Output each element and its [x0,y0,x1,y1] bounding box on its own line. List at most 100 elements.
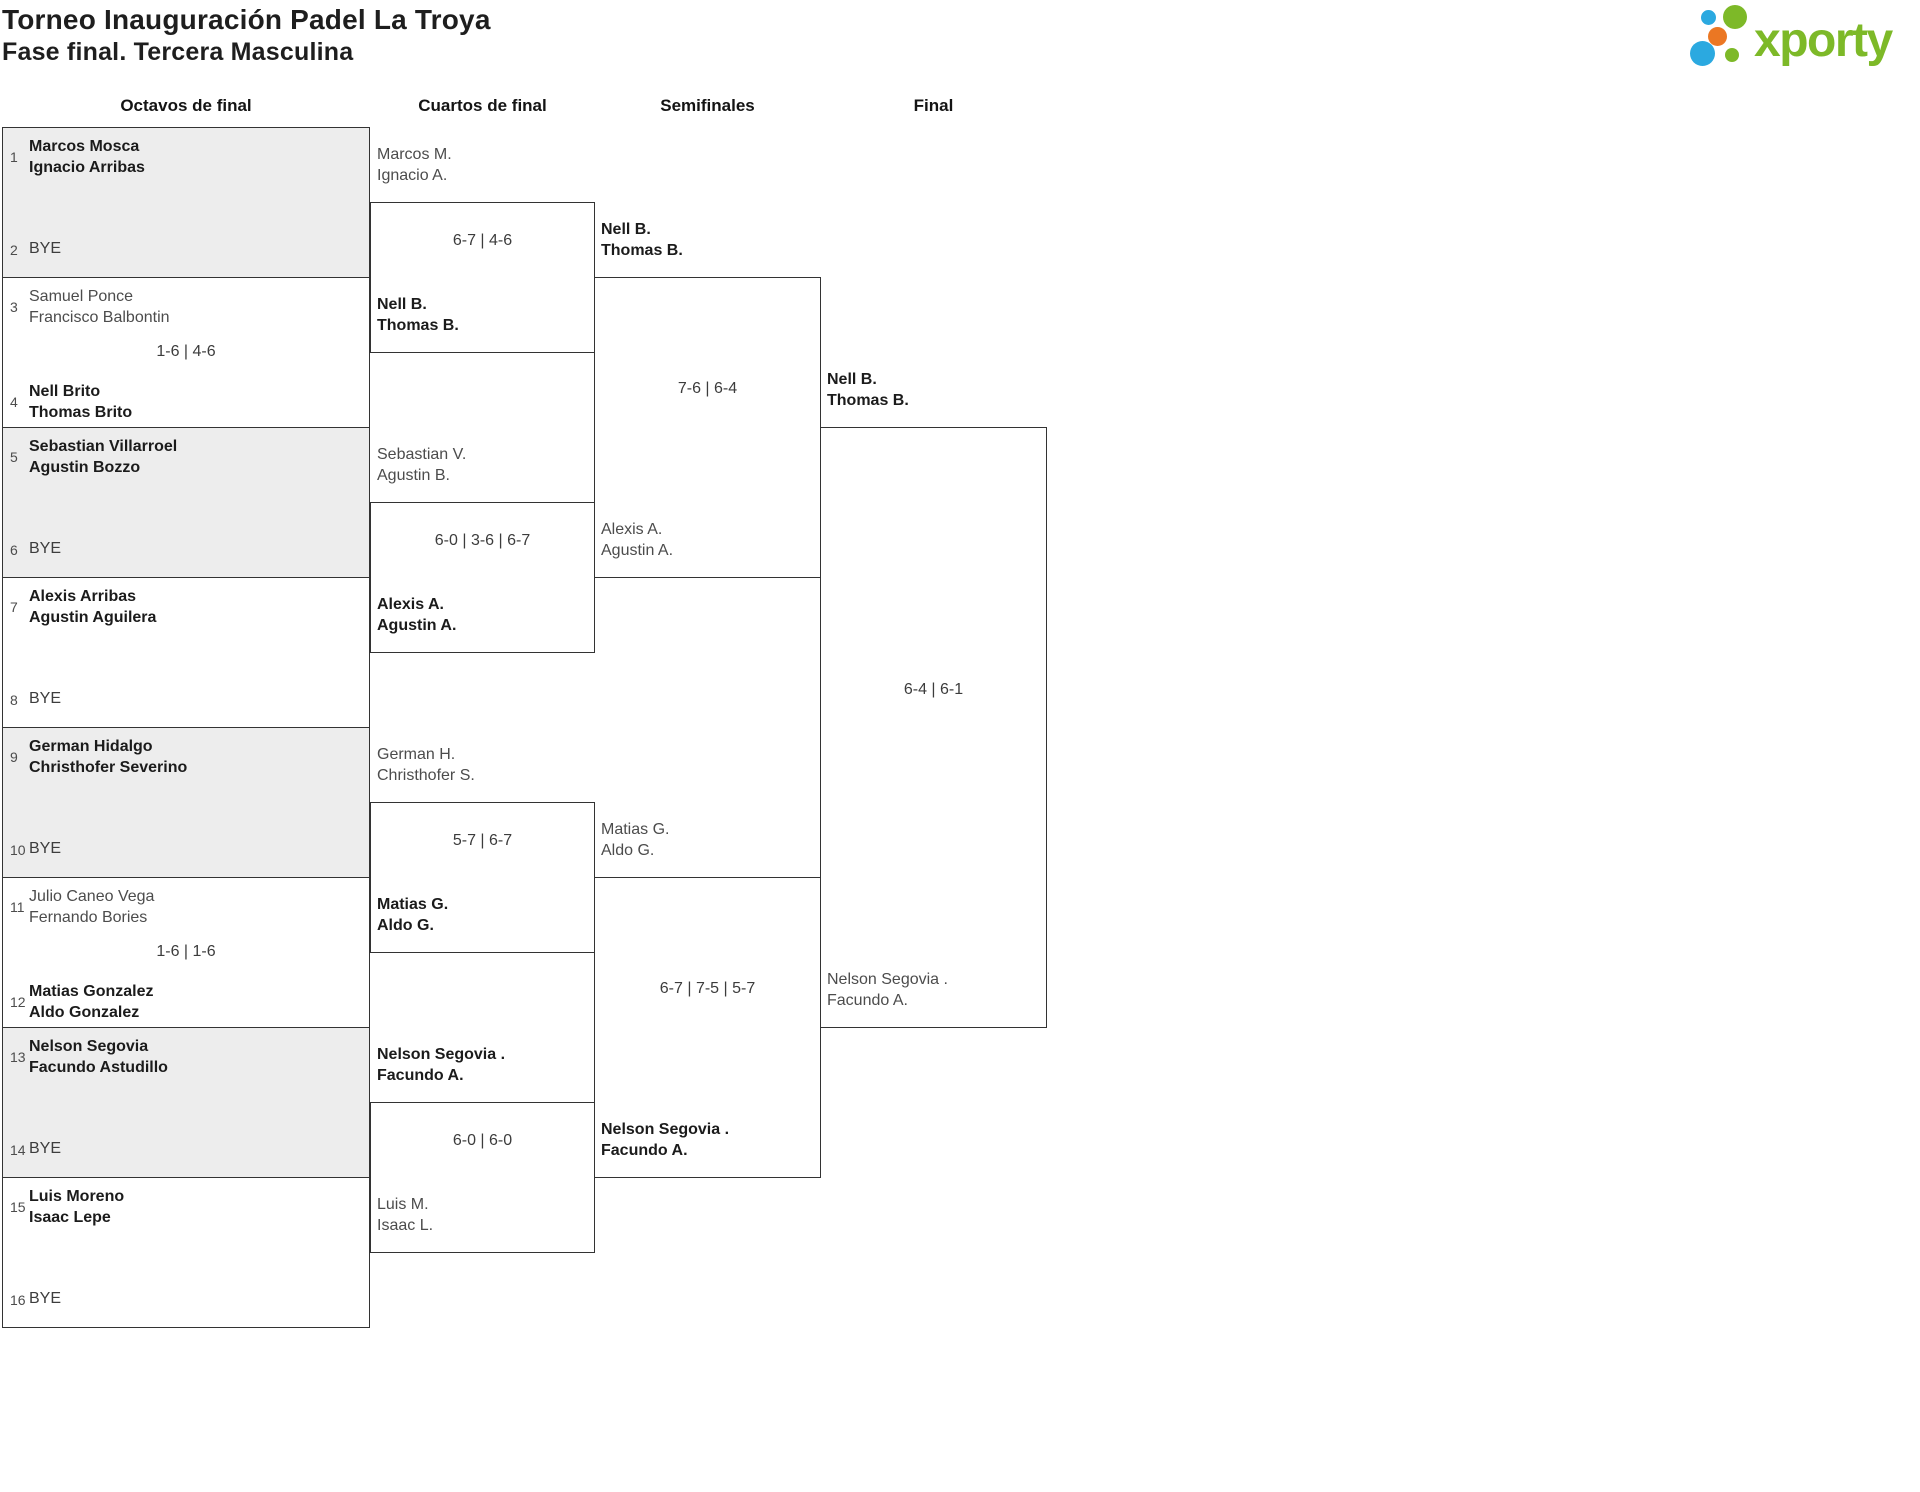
octavos-match-8: 15 Luis Moreno Isaac Lepe 16 BYE [2,1177,370,1328]
player-name: Agustin B. [377,467,450,484]
logo-wordmark: xporty [1754,14,1893,67]
match-score: 1-6 | 1-6 [156,943,216,960]
tournament-name: Torneo Inauguración Padel La Troya [2,4,491,35]
logo-dot-blue-large [1690,41,1715,66]
advancing-team-label: Nelson Segovia . Facundo A. [827,969,948,1011]
player-name: Thomas Brito [29,404,133,421]
player-name: Aldo G. [601,842,655,859]
player-name: Nelson Segovia . [827,971,948,988]
player-name: Matias G. [601,821,670,838]
advancing-team-label: German H. Christhofer S. [377,744,475,786]
team-names: Samuel Ponce Francisco Balbontin [29,286,170,328]
player-name: Christhofer S. [377,767,475,784]
logo-dot-blue-small [1701,10,1716,25]
player-name: Matias Gonzalez [29,983,154,1000]
player-name: Marcos Mosca [29,138,140,155]
final-match-box [820,427,1047,1028]
column-header-cuartos: Cuartos de final [418,96,547,115]
octavos-match-4: 7 Alexis Arribas Agustin Aguilera 8 BYE [2,577,370,728]
player-name: Aldo G. [377,917,434,934]
player-name: Agustin Bozzo [29,459,141,476]
player-name: Nell B. [601,221,651,238]
player-name: Marcos M. [377,146,452,163]
octavos-match-6: 11 Julio Caneo Vega Fernando Bories 1-6 … [2,877,370,1028]
bye-label: BYE [29,1140,62,1157]
logo-dot-green-large [1723,5,1747,29]
player-name: Agustin Aguilera [29,609,157,626]
seed-number: 1 [10,149,18,165]
player-name: Alexis A. [601,521,663,538]
player-name: Nelson Segovia [29,1038,149,1055]
column-header-octavos: Octavos de final [120,96,252,115]
seed-number: 10 [10,842,26,858]
column-header-semifinales: Semifinales [660,96,755,115]
player-name: Facundo A. [827,992,908,1009]
player-name: Facundo A. [601,1142,688,1159]
player-name: Thomas B. [827,392,909,409]
advancing-team-label: Matias G. Aldo G. [601,819,669,861]
bye-label: BYE [29,240,62,257]
octavos-match-2: 3 Samuel Ponce Francisco Balbontin 1-6 |… [2,277,370,428]
seed-number: 9 [10,749,18,765]
seed-number: 2 [10,242,18,258]
player-name: Luis Moreno [29,1188,125,1205]
bye-label: BYE [29,690,62,707]
player-name: Facundo A. [377,1067,464,1084]
advancing-team-label: Nelson Segovia . Facundo A. [601,1119,729,1161]
player-name: Alexis A. [377,596,444,613]
team-names: Sebastian Villarroel Agustin Bozzo [29,436,177,478]
seed-number: 8 [10,692,18,708]
match-score: 7-6 | 6-4 [677,380,738,397]
player-name: Christhofer Severino [29,759,188,776]
player-name: Nell B. [377,296,427,313]
advancing-team-label: Nelson Segovia . Facundo A. [377,1044,505,1086]
player-name: Thomas B. [377,317,459,334]
seed-number: 11 [10,899,25,915]
player-name: Nell Brito [29,383,101,400]
advancing-team-label: Alexis A. Agustin A. [377,594,456,636]
match-score: 6-0 | 3-6 | 6-7 [434,532,531,549]
seed-number: 14 [10,1142,26,1158]
player-name: Isaac Lepe [29,1209,111,1226]
team-names: Alexis Arribas Agustin Aguilera [29,586,156,628]
advancing-team-label: Marcos M. Ignacio A. [377,144,452,186]
page-title: Torneo Inauguración Padel La Troya Fase … [2,3,491,67]
player-name: Thomas B. [601,242,683,259]
advancing-team-label: Nell B. Thomas B. [601,219,683,261]
advancing-team-label: Alexis A. Agustin A. [601,519,673,561]
match-score: 6-7 | 7-5 | 5-7 [659,980,756,997]
team-names: Luis Moreno Isaac Lepe [29,1186,124,1228]
logo-dot-green-small [1725,48,1739,62]
seed-number: 15 [10,1199,26,1215]
logo-dot-orange [1708,27,1727,46]
player-name: Alexis Arribas [29,588,137,605]
seed-number: 5 [10,449,18,465]
column-header-final: Final [913,96,954,115]
advancing-team-label: Nell B. Thomas B. [827,369,909,411]
team-names: Nelson Segovia Facundo Astudillo [29,1036,168,1078]
player-name: Agustin A. [601,542,674,559]
advancing-team-label: Luis M. Isaac L. [377,1194,433,1236]
seed-number: 7 [10,599,18,615]
player-name: Ignacio A. [377,167,448,184]
team-names: German Hidalgo Christhofer Severino [29,736,187,778]
seed-number: 12 [10,994,26,1010]
team-names: Matias Gonzalez Aldo Gonzalez [29,981,153,1023]
advancing-team-label: Nell B. Thomas B. [377,294,459,336]
player-name: German Hidalgo [29,738,153,755]
advancing-team-label: Sebastian V. Agustin B. [377,444,466,486]
player-name: Nelson Segovia . [377,1046,506,1063]
seed-number: 16 [10,1292,26,1308]
match-score: 6-0 | 6-0 [452,1132,513,1149]
player-name: Sebastian Villarroel [29,438,178,455]
bye-label: BYE [29,540,62,557]
match-score: 6-7 | 4-6 [452,232,513,249]
advancing-team-label: Matias G. Aldo G. [377,894,448,936]
seed-number: 3 [10,299,18,315]
bye-label: BYE [29,1290,62,1307]
phase-category: Fase final. Tercera Masculina [2,38,354,66]
seed-number: 4 [10,394,18,410]
bye-label: BYE [29,840,62,857]
match-score: 6-4 | 6-1 [903,681,964,698]
